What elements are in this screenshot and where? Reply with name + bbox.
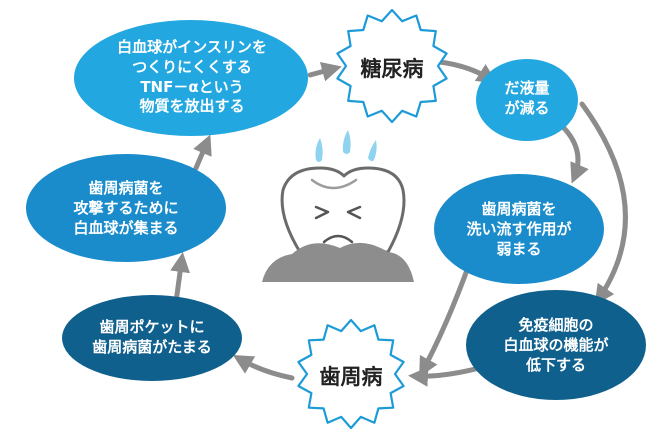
arrow-saliva-to-immune xyxy=(579,101,628,305)
node-tnf: 白血球がインスリンを つくりにくくする TNF－αという 物質を放出する xyxy=(117,38,267,116)
node-immune-bubble xyxy=(466,290,646,400)
node-wash: 歯周病菌を 洗い流す作用が 弱まる xyxy=(466,200,572,258)
node-pocket: 歯周ポケットに 歯周病菌がたまる xyxy=(92,318,212,356)
sweat-drops-icon xyxy=(315,130,377,162)
diabetes-burst-icon xyxy=(336,8,448,124)
node-saliva-bubble xyxy=(476,59,578,141)
arrow-attack-to-tnf xyxy=(193,134,212,171)
node-immune: 免疫細胞の 白血球の機能が 低下する xyxy=(503,316,609,374)
arrow-diabetes-to-saliva xyxy=(437,59,498,84)
periodontal-burst-icon xyxy=(297,318,405,430)
node-pocket-bubble xyxy=(62,295,242,381)
node-wash-bubble xyxy=(434,174,604,284)
gum-shape xyxy=(262,242,414,282)
worried-tooth-icon xyxy=(262,130,414,282)
arrow-saliva-to-wash xyxy=(559,123,589,184)
node-saliva: だ液量 が減る xyxy=(504,79,550,117)
arrow-pocket-to-attack xyxy=(170,252,191,305)
node-attack-bubble xyxy=(26,154,226,262)
arrow-periodontal-to-pocket xyxy=(232,354,295,381)
arrow-tnf-to-diabetes xyxy=(307,61,342,82)
arrow-wash-to-periodontal xyxy=(419,259,473,378)
hub-periodontal: 歯周病 xyxy=(319,365,383,389)
node-attack: 歯周病菌を 攻撃するために 白血球が集まる xyxy=(73,179,179,237)
node-tnf-bubble xyxy=(74,20,308,136)
hub-diabetes: 糖尿病 xyxy=(360,57,424,81)
